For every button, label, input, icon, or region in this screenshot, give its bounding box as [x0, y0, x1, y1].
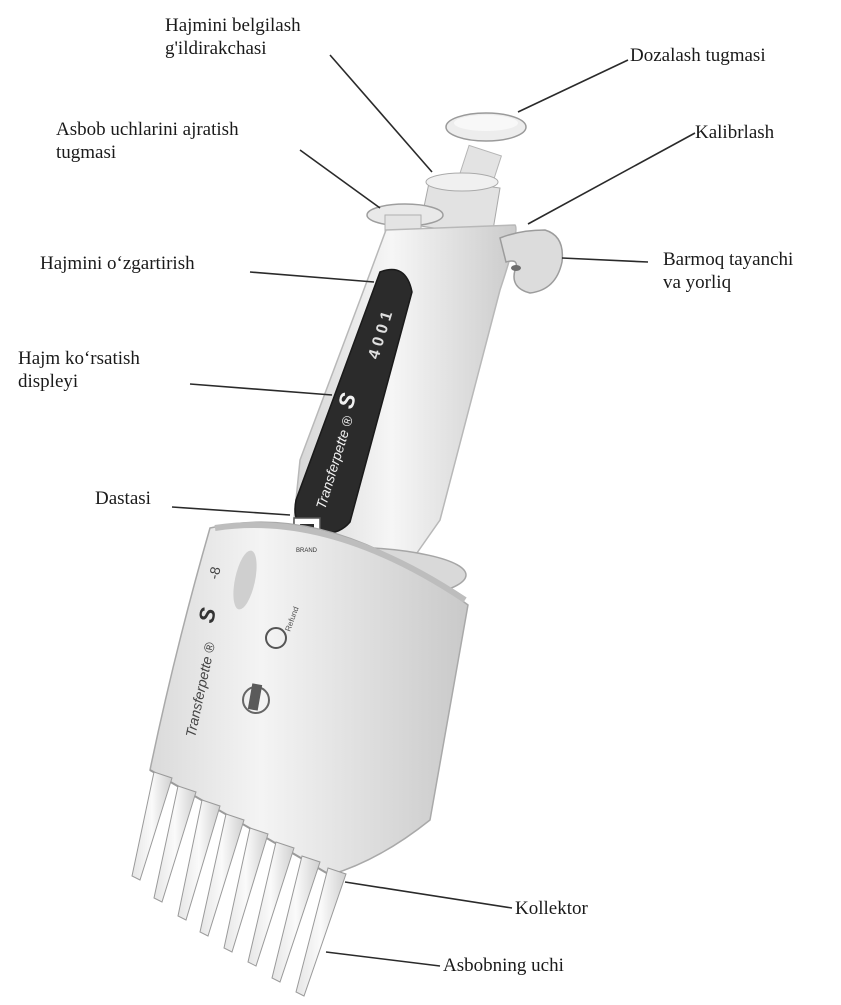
label-dosing-button: Dozalash tugmasi — [630, 44, 766, 67]
leader-collector — [345, 882, 512, 908]
label-tip: Asbobning uchi — [443, 954, 564, 977]
label-collector: Kollektor — [515, 897, 588, 920]
label-volume-wheel: Hajmini belgilash g'ildirakchasi — [165, 14, 301, 60]
label-tip-ejector: Asbob uchlarini ajratish tugmasi — [56, 118, 239, 164]
leader-handle — [172, 507, 290, 515]
leader-tip-ejector — [300, 150, 380, 208]
leader-dosing-button — [518, 60, 628, 112]
maker-mark-text: BRAND — [296, 548, 318, 554]
leader-volume-display — [190, 384, 332, 395]
leader-tip — [326, 952, 440, 966]
leader-volume-change — [250, 272, 374, 282]
leader-finger-rest — [562, 258, 648, 262]
label-calibration: Kalibrlash — [695, 121, 774, 144]
label-handle: Dastasi — [95, 487, 151, 510]
leader-calibration — [528, 133, 695, 224]
leader-volume-wheel — [330, 55, 432, 172]
label-volume-display: Hajm ko‘rsatish displeyi — [18, 347, 140, 393]
label-volume-change: Hajmini o‘zgartirish — [40, 252, 195, 275]
finger-rest-hook — [500, 230, 562, 293]
label-finger-rest: Barmoq tayanchi va yorliq — [663, 248, 793, 294]
